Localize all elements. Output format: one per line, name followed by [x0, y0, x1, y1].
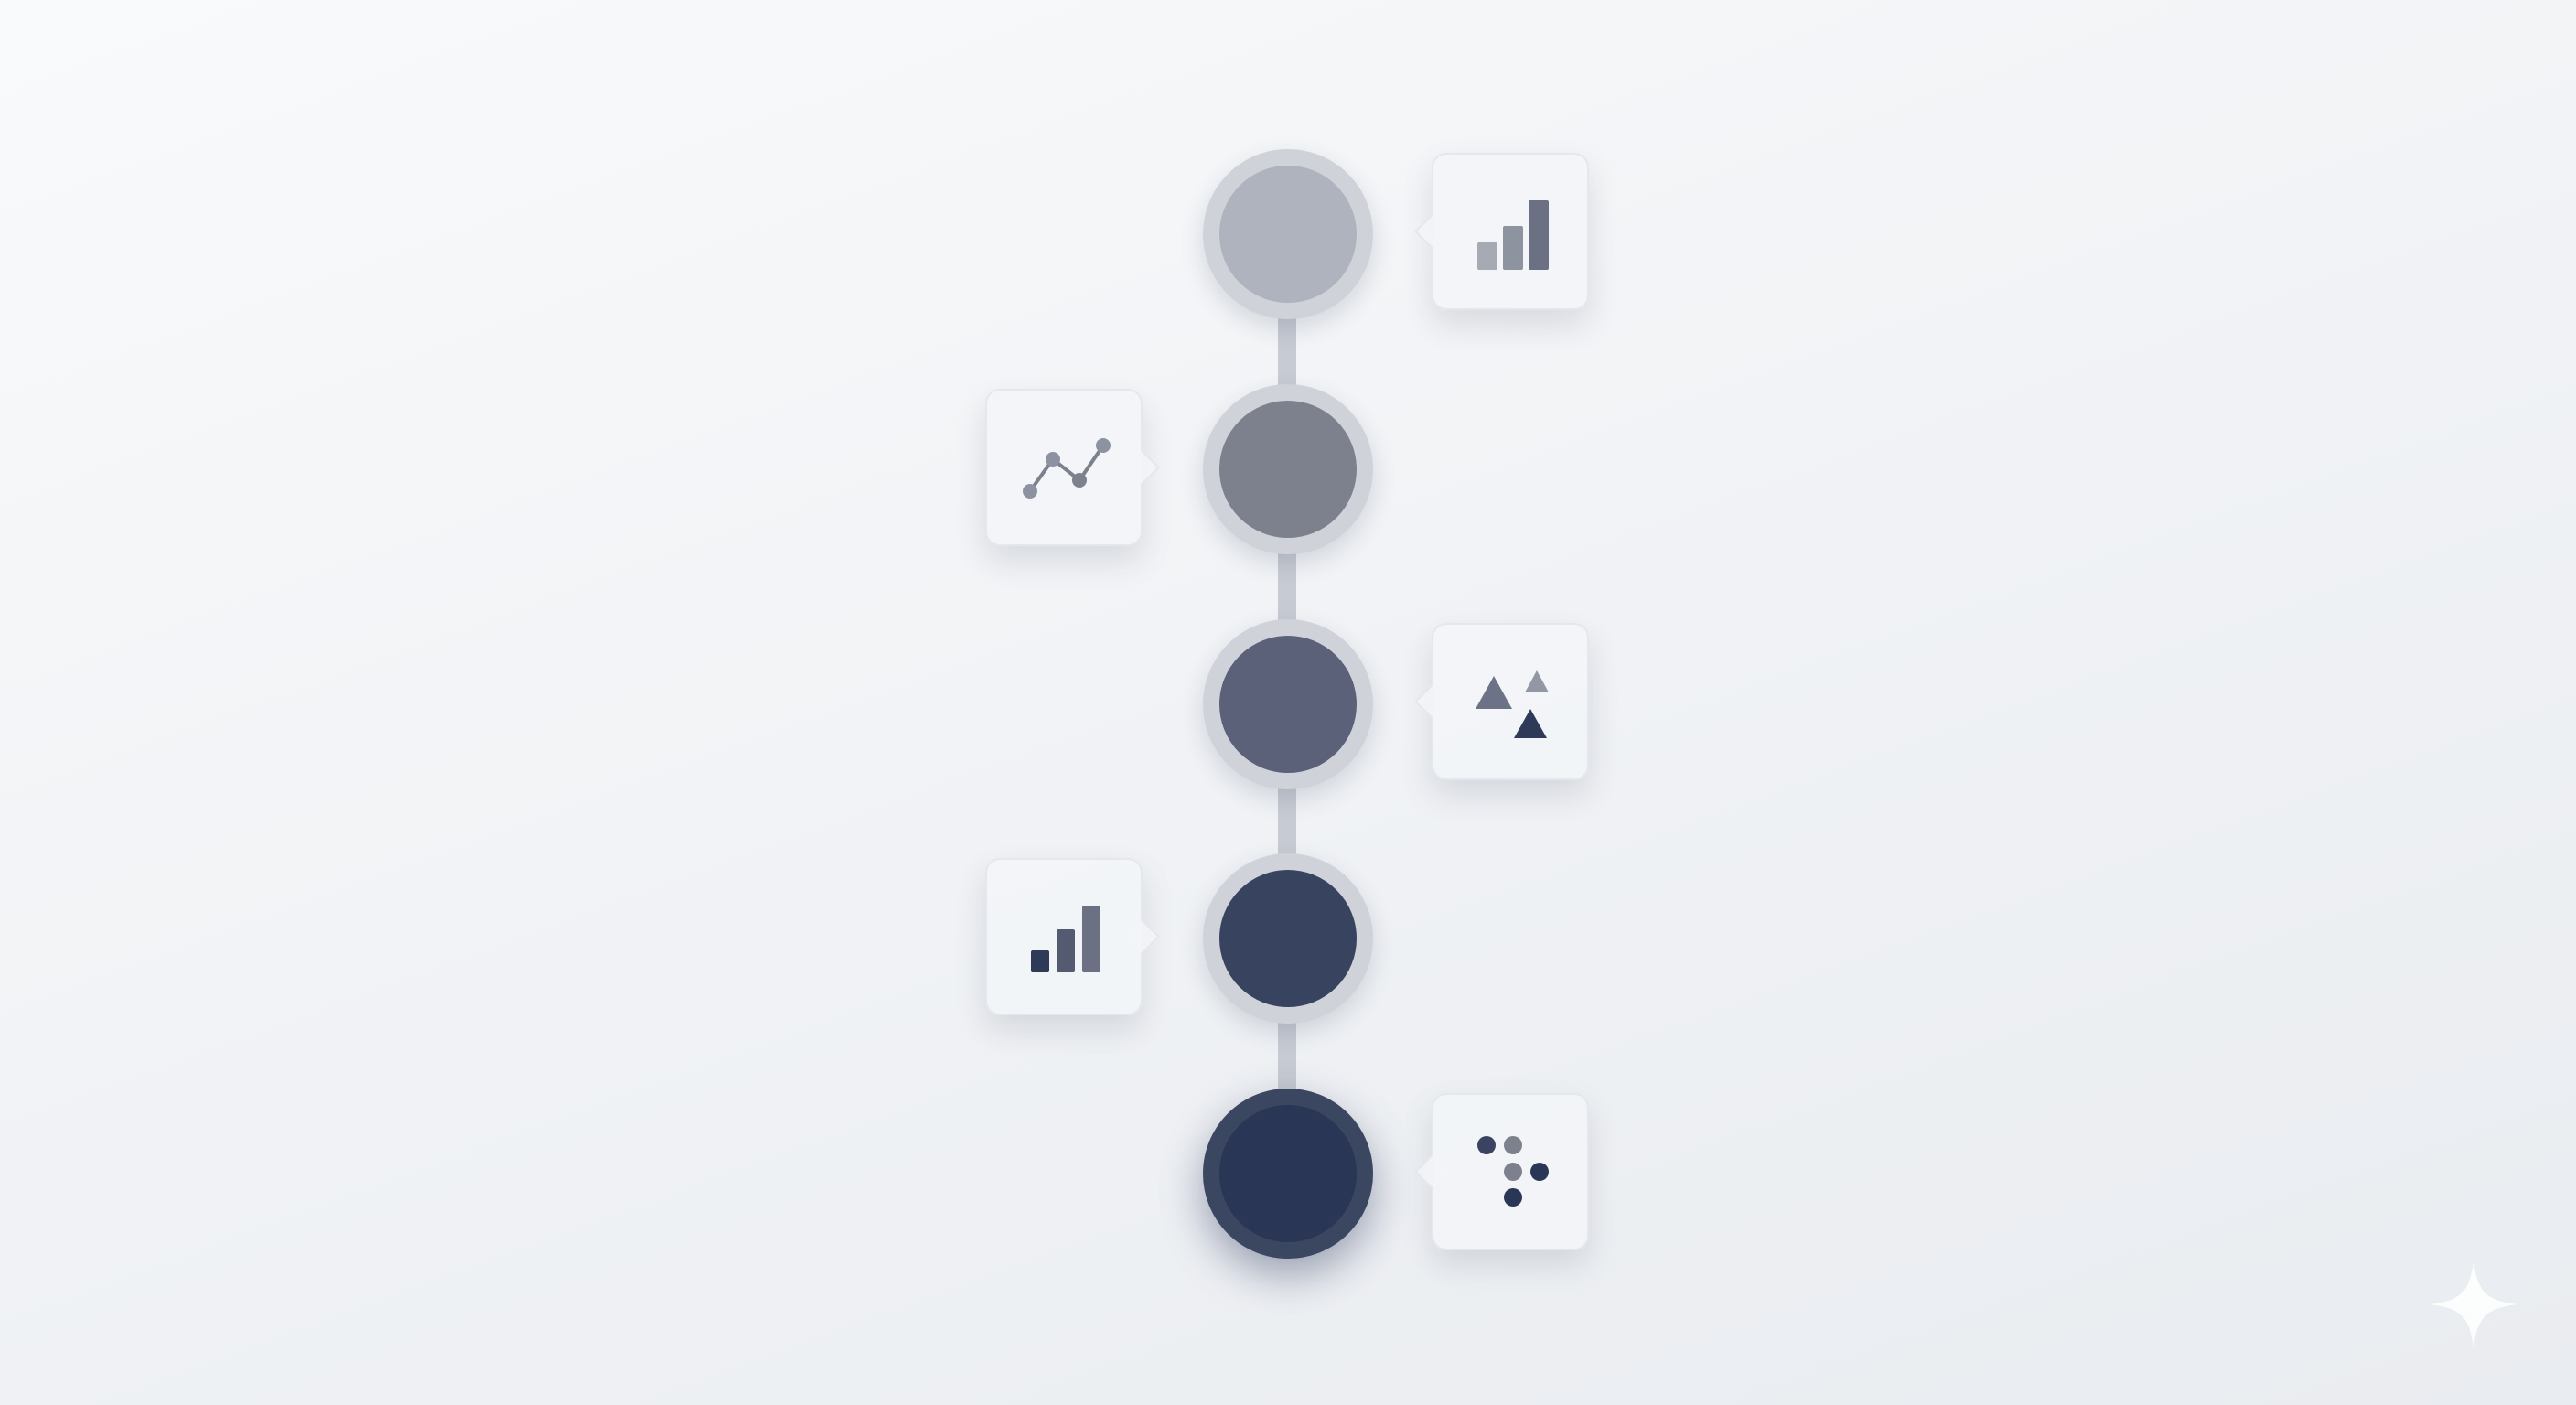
step-node-1 — [1203, 149, 1373, 319]
step-card-5 — [1432, 1093, 1589, 1250]
bar-chart-icon — [1477, 200, 1549, 270]
sparkle-icon — [2430, 1260, 2517, 1348]
step-node-3 — [1203, 619, 1373, 789]
step-node-5 — [1203, 1089, 1373, 1259]
line-chart-icon — [1023, 438, 1111, 499]
step-card-2 — [985, 389, 1143, 546]
step-node-2 — [1203, 384, 1373, 554]
step-node-4 — [1203, 853, 1373, 1024]
connector-line — [1278, 542, 1296, 628]
step-card-3 — [1432, 623, 1589, 780]
connector-line — [1278, 307, 1296, 393]
step-card-4 — [985, 858, 1143, 1015]
triangles-icon — [1476, 670, 1549, 738]
connector-line — [1278, 1012, 1296, 1098]
bar-chart-icon — [1031, 906, 1100, 972]
step-card-1 — [1432, 153, 1589, 310]
dot-cluster-icon — [1477, 1136, 1549, 1207]
connector-line — [1278, 777, 1296, 863]
